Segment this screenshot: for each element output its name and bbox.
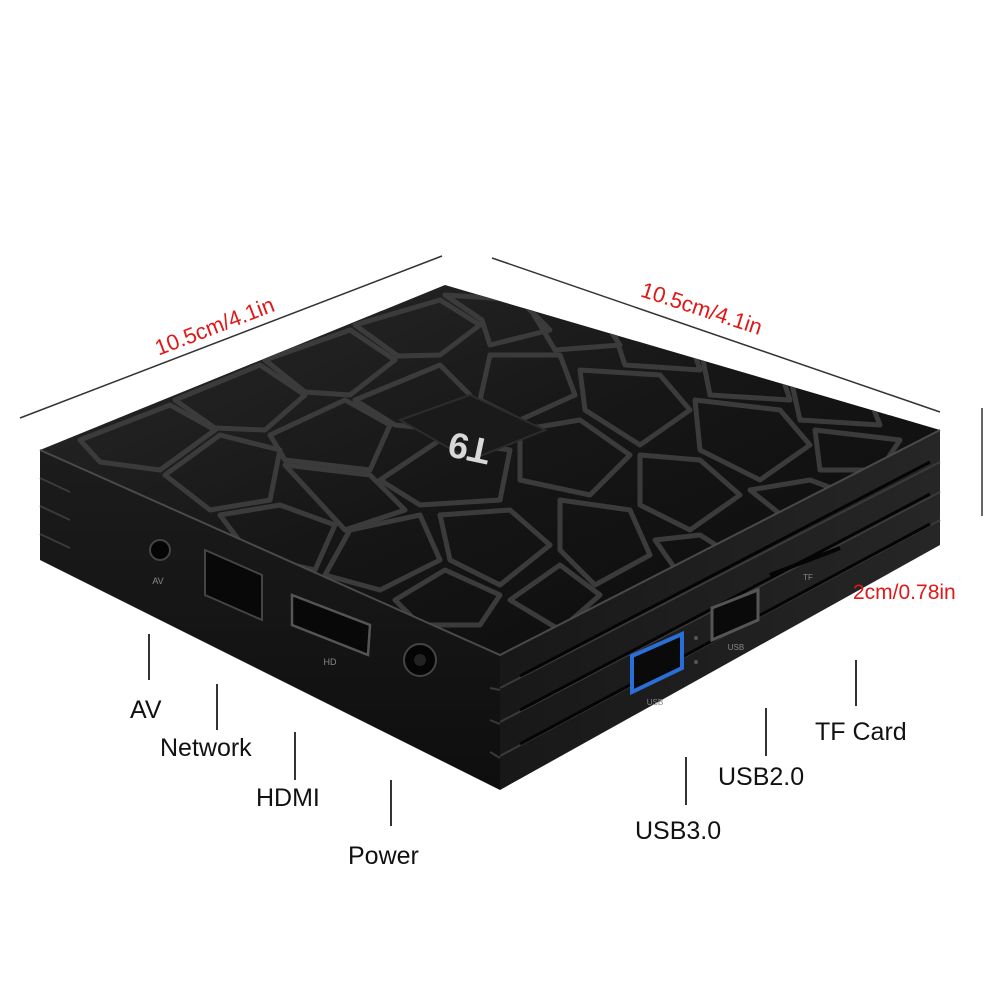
hdmi-leader-line xyxy=(294,732,296,780)
led-indicator xyxy=(694,636,698,640)
label-network: Network xyxy=(160,734,252,762)
av-leader-line xyxy=(148,634,150,680)
usb2-port xyxy=(710,587,760,643)
tf-card-leader-line xyxy=(855,660,857,706)
device-top-face xyxy=(40,285,940,655)
label-usb2: USB2.0 xyxy=(718,763,805,791)
network-leader-line xyxy=(216,684,218,730)
label-usb3: USB3.0 xyxy=(635,817,722,845)
dimension-label-height: 2cm/0.78in xyxy=(853,581,956,604)
hd-port-mark: HD xyxy=(324,657,337,667)
label-hdmi: HDMI xyxy=(256,784,320,812)
network-port xyxy=(204,548,263,622)
dimension-line-right xyxy=(491,257,941,413)
front-fins-left xyxy=(39,477,71,549)
label-tf-card: TF Card xyxy=(815,718,907,746)
label-av: AV xyxy=(130,696,162,724)
dimension-line-left xyxy=(19,255,443,419)
usb2-port-mark: USB xyxy=(728,643,744,652)
top-edge-highlight xyxy=(39,429,941,657)
av-port-mark: AV xyxy=(152,576,163,586)
usb3-port-mark: USB xyxy=(647,698,663,707)
logo-text: T9 xyxy=(445,424,495,473)
front-fins-right xyxy=(489,687,501,759)
usb3-leader-line xyxy=(685,757,687,805)
power-leader-line xyxy=(390,780,392,826)
label-power: Power xyxy=(348,842,419,870)
usb2-leader-line xyxy=(765,708,767,756)
av-port xyxy=(149,539,171,561)
tf-port-mark: TF xyxy=(803,573,813,582)
tf-slot xyxy=(769,546,841,577)
device-front-face xyxy=(40,450,500,790)
usb3-port xyxy=(630,630,684,696)
hdmi-port xyxy=(290,593,372,657)
logo-plate xyxy=(397,393,548,462)
